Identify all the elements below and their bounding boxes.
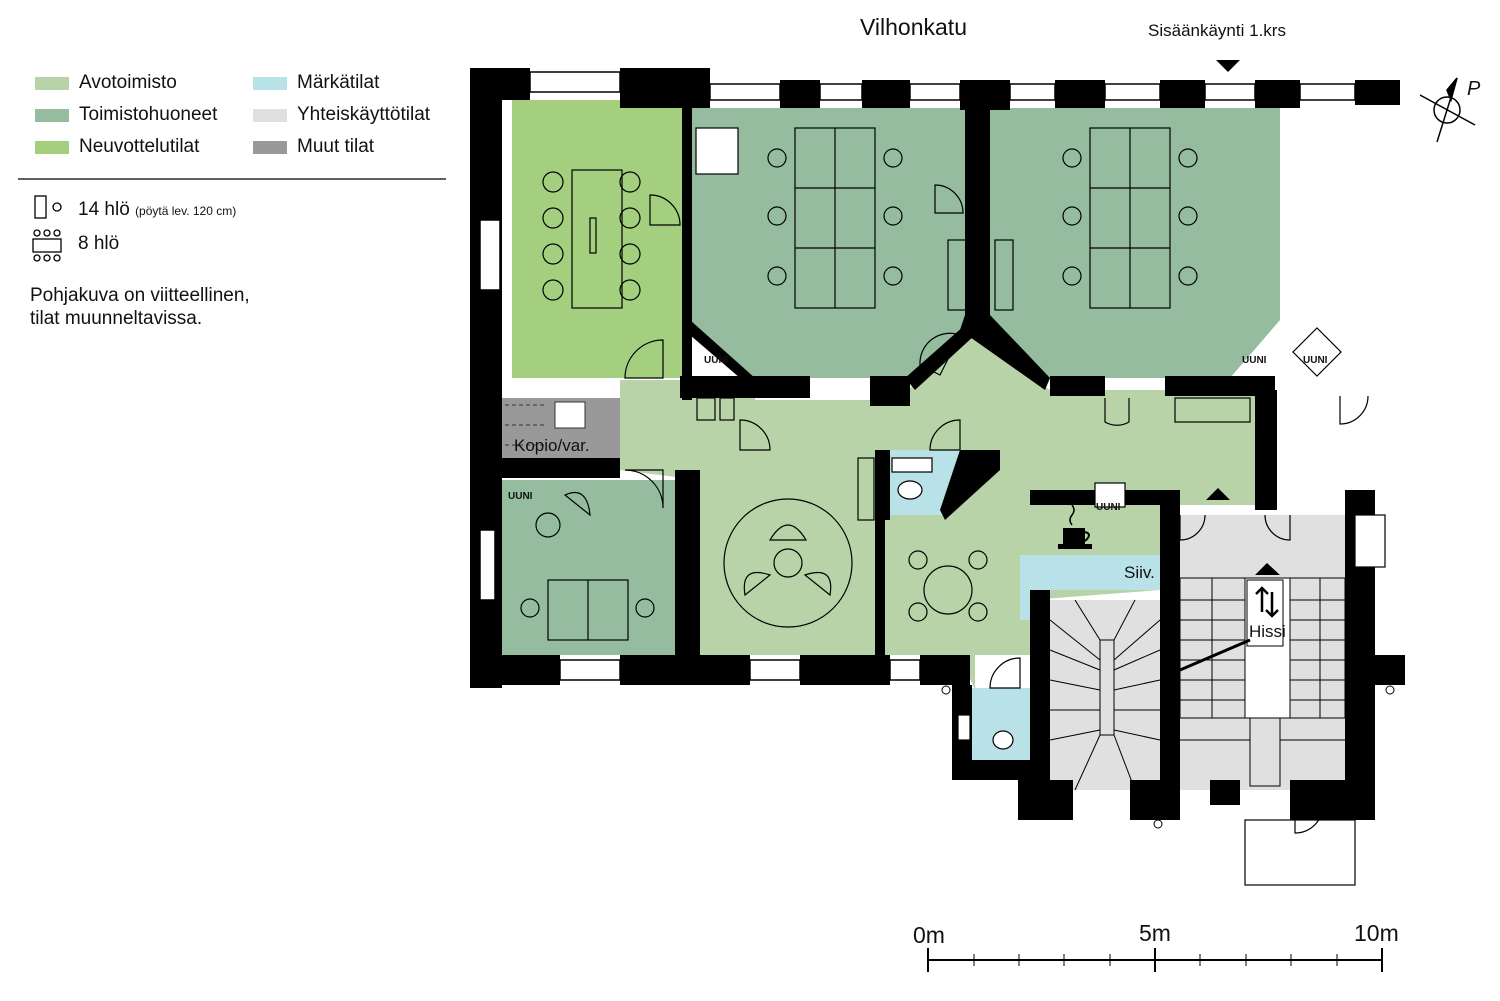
swatch-open-office bbox=[35, 76, 69, 90]
legend-shared: Yhteiskäyttötilat bbox=[253, 104, 430, 126]
elevator-label: Hissi bbox=[1249, 622, 1286, 641]
elevator-icon bbox=[1255, 586, 1279, 618]
copy-room-hatch bbox=[505, 401, 586, 446]
stove-label: UUNI bbox=[1242, 355, 1267, 366]
capacity-table: 8 hlö bbox=[78, 233, 119, 255]
cleaning-label: Siiv. bbox=[1124, 563, 1155, 582]
up-arrow-icon bbox=[1206, 488, 1230, 500]
note: Pohjakuva on viitteellinen, tilat muunne… bbox=[30, 284, 330, 330]
legend-other: Muut tilat bbox=[253, 136, 374, 158]
swatch-shared bbox=[253, 108, 287, 122]
compass-icon bbox=[1419, 77, 1476, 143]
conference-table bbox=[542, 169, 641, 309]
scale-label-5: 5m bbox=[1139, 920, 1171, 946]
legend-label: Muut tilat bbox=[297, 136, 375, 157]
left-arrow-icon bbox=[1030, 636, 1042, 660]
copy-room-label: Kopio/var. bbox=[514, 436, 590, 455]
coffee-icon bbox=[1058, 504, 1092, 549]
doors bbox=[624, 184, 1369, 886]
legend-office-rooms: Toimistohuoneet bbox=[35, 104, 217, 126]
kitchen bbox=[1020, 555, 1160, 620]
stove-diamond bbox=[1292, 327, 1342, 377]
legend-wet: Märkätilat bbox=[253, 72, 379, 94]
stove-label: UUNI bbox=[704, 355, 729, 366]
legend-open-office: Avotoimisto bbox=[35, 72, 177, 94]
capacity-desk: 14 hlö (pöytä lev. 120 cm) bbox=[78, 199, 236, 221]
scale-bar bbox=[927, 948, 1383, 972]
scale-label-10: 10m bbox=[1354, 920, 1399, 946]
swatch-other bbox=[253, 140, 287, 154]
capacity-main: 14 hlö bbox=[78, 199, 130, 220]
stove-label: UUNI bbox=[508, 491, 533, 502]
desks bbox=[520, 127, 1251, 641]
swatch-meeting bbox=[35, 140, 69, 154]
compass-label: P bbox=[1467, 78, 1481, 100]
legend-meeting: Neuvottelutilat bbox=[35, 136, 199, 158]
stairs bbox=[1049, 577, 1346, 791]
legend-label: Avotoimisto bbox=[79, 72, 177, 93]
stove-label: UUNI bbox=[1303, 355, 1328, 366]
entrance-arrow-icon bbox=[1216, 60, 1240, 72]
capacity-sub: (pöytä lev. 120 cm) bbox=[135, 204, 237, 218]
legend-label: Märkätilat bbox=[297, 72, 380, 93]
meeting-room bbox=[512, 100, 690, 378]
column-marker bbox=[1153, 819, 1163, 829]
column-marker bbox=[1385, 685, 1395, 695]
note-line-1: Pohjakuva on viitteellinen, bbox=[30, 285, 250, 306]
legend-label: Neuvottelutilat bbox=[79, 136, 200, 157]
wc-fixtures bbox=[695, 127, 1386, 750]
swatch-wet bbox=[253, 76, 287, 90]
legend-label: Toimistohuoneet bbox=[79, 104, 218, 125]
capacity-main: 8 hlö bbox=[78, 233, 120, 254]
office-room-3 bbox=[500, 480, 680, 655]
office-room-1 bbox=[690, 108, 965, 378]
column-marker bbox=[941, 685, 951, 695]
legend-label: Yhteiskäyttötilat bbox=[297, 104, 431, 125]
capacity-icon-table bbox=[32, 229, 62, 262]
entrance-label: Sisäänkäynti 1.krs bbox=[1148, 21, 1286, 40]
windows bbox=[479, 71, 1356, 681]
swatch-office-rooms bbox=[35, 108, 69, 122]
wc-2 bbox=[972, 688, 1035, 760]
office-room-2 bbox=[990, 108, 1280, 378]
scale-label-0: 0m bbox=[913, 922, 945, 948]
lounge bbox=[535, 457, 988, 628]
up-arrow-icon-2 bbox=[1255, 563, 1280, 575]
stove-label: UUNI bbox=[1096, 502, 1121, 513]
capacity-icon-desk bbox=[34, 195, 62, 219]
street-name: Vilhonkatu bbox=[860, 14, 967, 40]
staircase bbox=[1050, 600, 1160, 790]
note-line-2: tilat muunneltavissa. bbox=[30, 308, 203, 329]
